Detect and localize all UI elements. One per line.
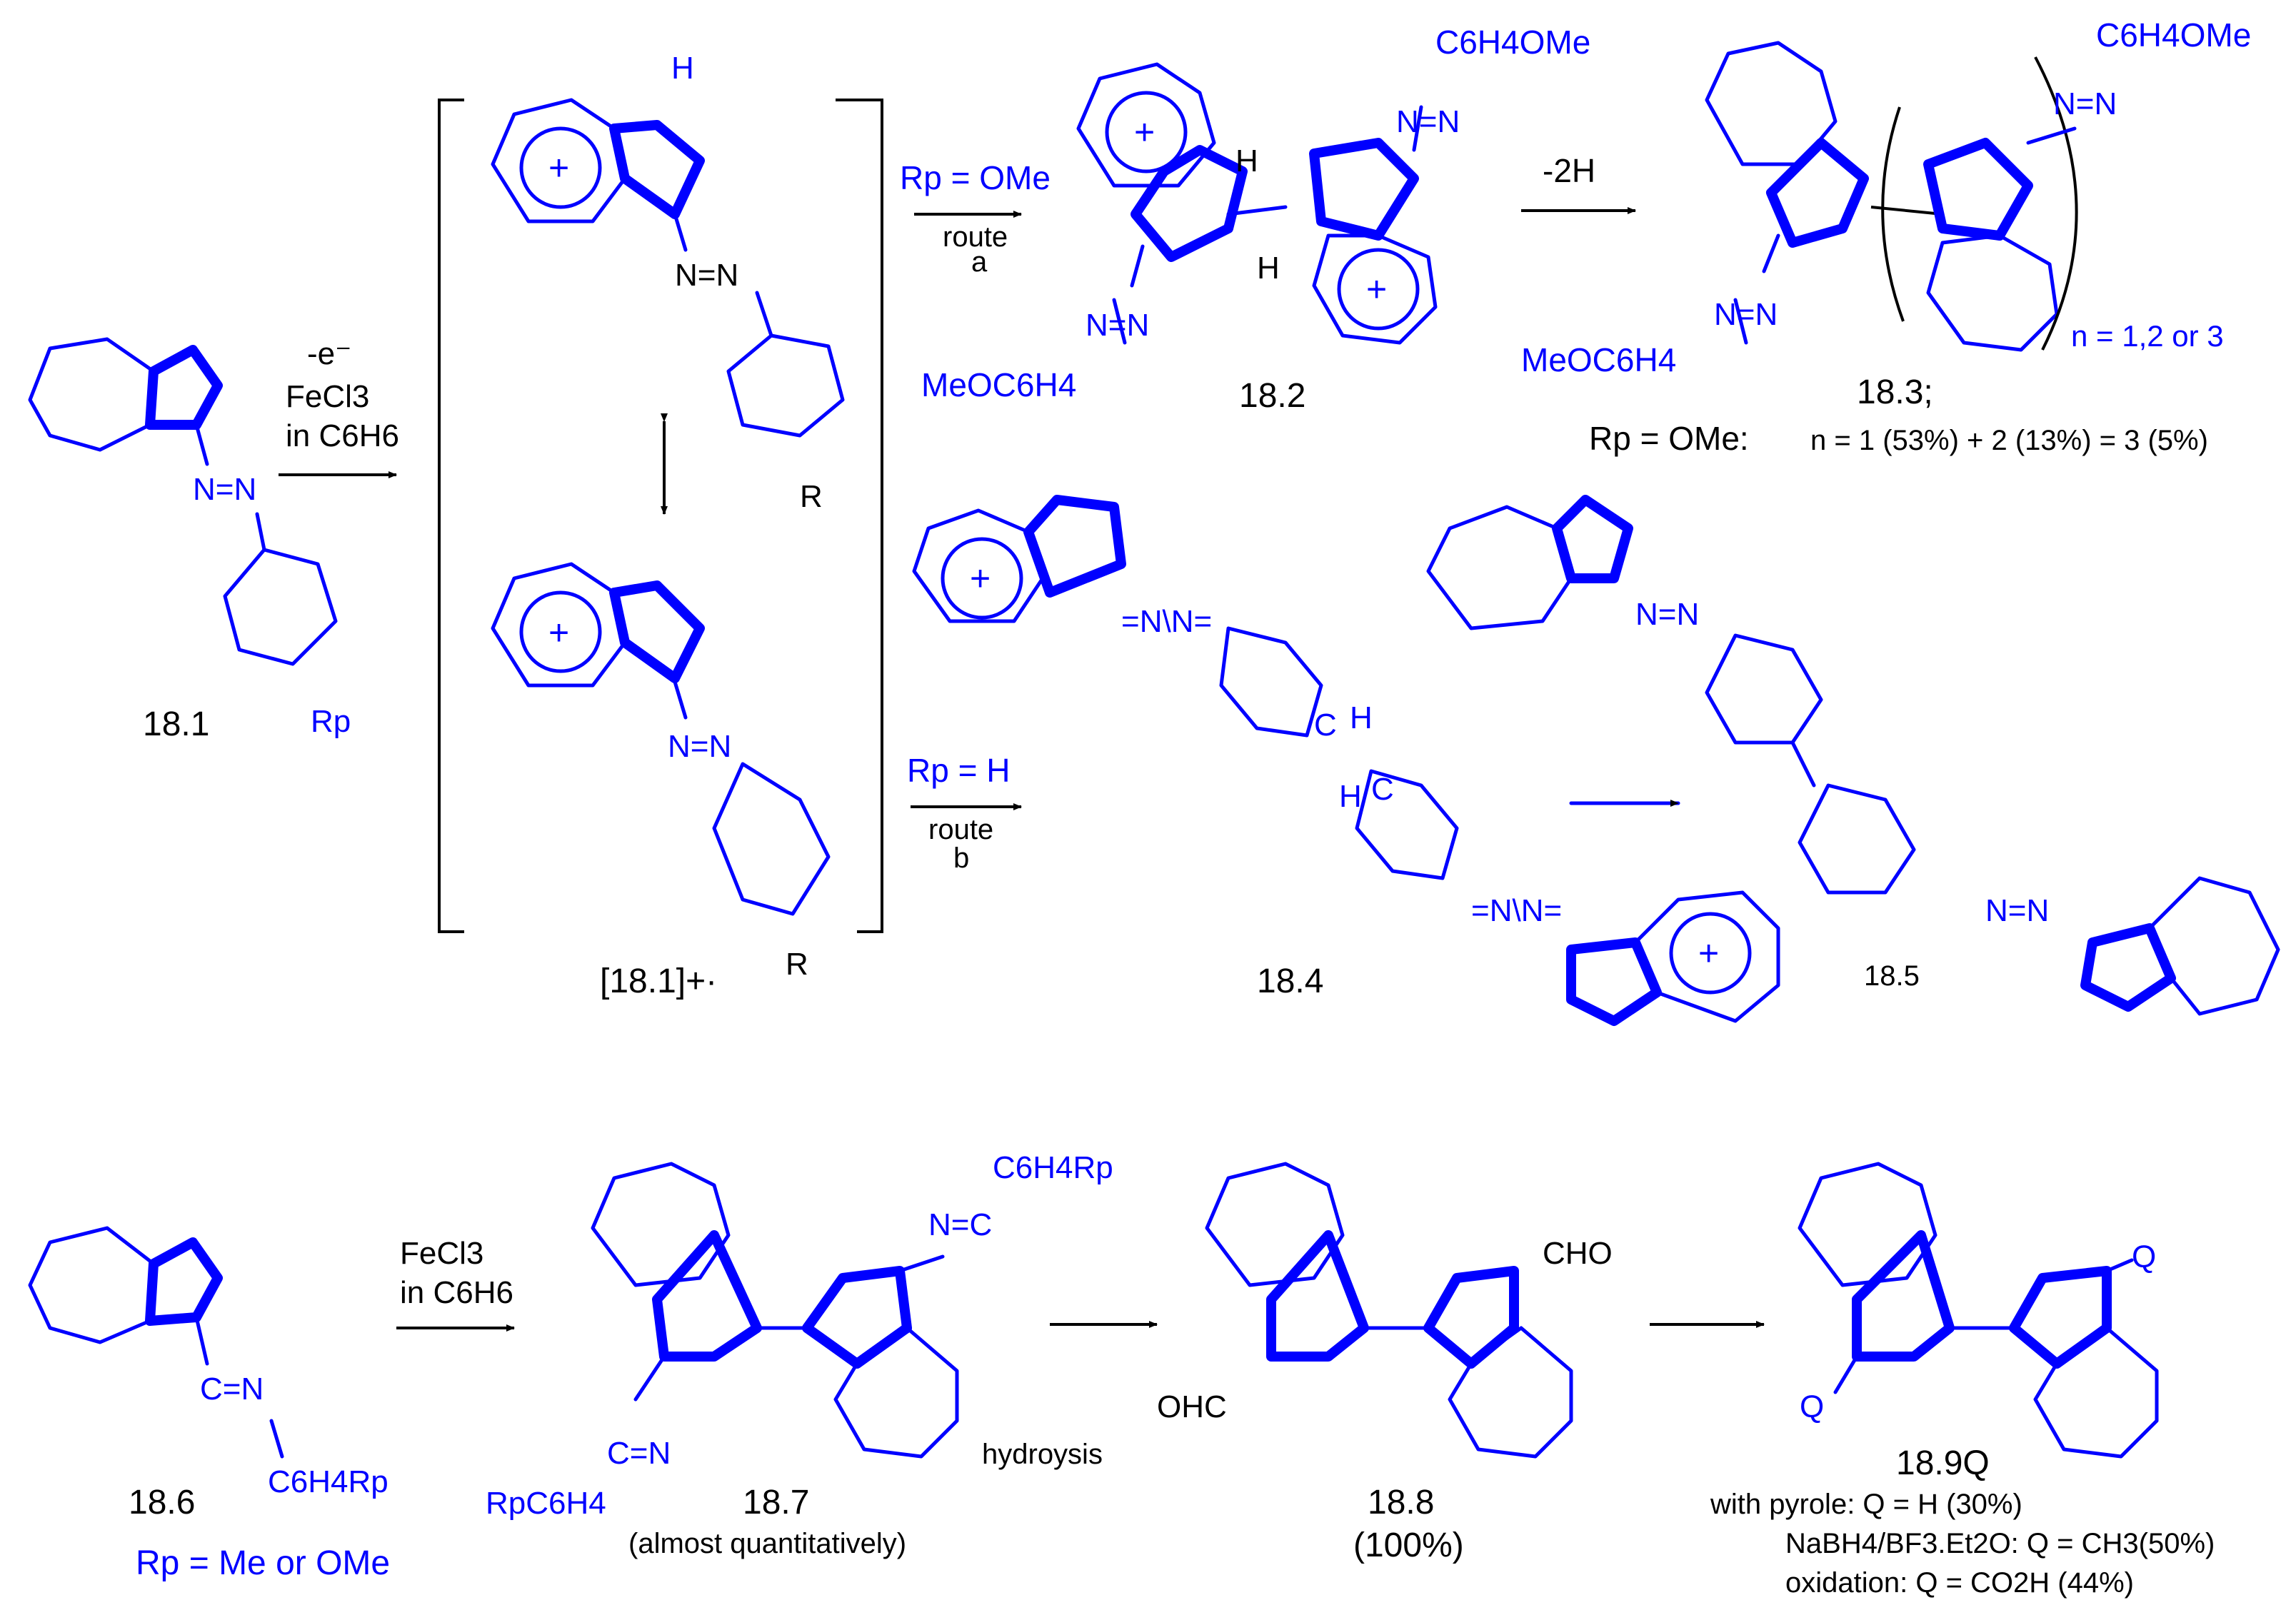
- compound-18-4: [912, 495, 1780, 1026]
- aryl-18-3-bottom: MeOC6H4: [1521, 341, 1676, 378]
- CH-18-4-b: H: [1339, 779, 1362, 814]
- compound-18-9Q: [1798, 1162, 2159, 1459]
- compound-18-8: [1205, 1162, 1573, 1459]
- plus-2: +: [548, 613, 569, 653]
- route-a-letter: a: [971, 246, 988, 278]
- CH-18-4-a: C: [1314, 708, 1337, 743]
- azo-form-1: N=N: [675, 258, 738, 293]
- label-18-9Q: 18.9Q: [1896, 1444, 1990, 1482]
- aryl-18-7-top: C6H4Rp: [993, 1150, 1113, 1185]
- plus-1: +: [548, 148, 569, 188]
- yield-18-8: (100%): [1353, 1526, 1464, 1564]
- azo-18-3-bottom: N=N: [1714, 297, 1778, 332]
- azo-18-5-top: N=N: [1635, 597, 1699, 632]
- azo-18-3-top: N=N: [2053, 86, 2117, 121]
- label-18-4: 18.4: [1257, 962, 1323, 1000]
- yield-18-7: (almost quantitatively): [628, 1528, 906, 1559]
- R-form-1: R: [800, 479, 823, 514]
- yields-18-3: n = 1 (53%) + 2 (13%) = 3 (5%): [1810, 425, 2208, 456]
- plus-6: +: [1698, 933, 1719, 973]
- aryl-18-2-top: C6H4OMe: [1435, 24, 1590, 61]
- q-top: Q: [2132, 1239, 2156, 1274]
- H-18-4-a: H: [1350, 700, 1373, 735]
- route-b-text: route: [928, 814, 993, 845]
- label-18-2: 18.2: [1239, 377, 1305, 415]
- hydrolysis-label: hydroysis: [982, 1439, 1103, 1470]
- cho-bottom: OHC: [1157, 1389, 1227, 1424]
- bracket-left: [438, 99, 464, 933]
- azo-18-4-bottom: =N\N=: [1471, 893, 1562, 928]
- label-18-3: 18.3;: [1857, 373, 1933, 411]
- plus-3: +: [1134, 112, 1155, 152]
- reagent-oxidant-top: FeCl3: [286, 379, 369, 414]
- radical-cation-form-1: [491, 98, 845, 438]
- azo-18-4-top: =N\N=: [1121, 604, 1212, 639]
- imine-18-6: C=N: [200, 1372, 264, 1407]
- H-radical: H: [671, 51, 694, 86]
- condition-3: oxidation: Q = CO2H (44%): [1785, 1567, 2134, 1599]
- R-form-2: R: [786, 947, 808, 982]
- H-18-2-a: H: [1235, 144, 1258, 178]
- plus-5: +: [970, 558, 991, 598]
- bracket-right: [836, 99, 883, 933]
- compound-18-3: [1705, 41, 2078, 352]
- n-18-3: n = 1,2 or 3: [2071, 319, 2224, 353]
- yields-prefix-18-3: Rp = OMe:: [1589, 420, 1749, 457]
- azo-18-2-bottom: N=N: [1086, 308, 1149, 343]
- compound-18-7: [591, 1162, 959, 1459]
- radical-cation-form-2: [491, 562, 831, 916]
- compound-18-2: [1076, 62, 1438, 345]
- label-radical-cation: [18.1]+·: [600, 962, 717, 1000]
- H-18-2-b: H: [1257, 251, 1280, 286]
- label-18-8: 18.8: [1368, 1484, 1434, 1521]
- reagent-electron: -e⁻: [307, 336, 351, 371]
- label-18-6: 18.6: [129, 1484, 195, 1521]
- aryl-18-2-bottom: MeOC6H4: [921, 366, 1076, 403]
- reagent-dehydro: -2H: [1543, 152, 1595, 189]
- route-b-condition: Rp = H: [907, 752, 1010, 789]
- route-a-text: route: [943, 221, 1008, 253]
- label-18-1: 18.1: [143, 705, 209, 743]
- compound-18-6: [28, 1226, 284, 1459]
- subst-18-1: Rp: [311, 704, 351, 739]
- aryl-18-7-bottom: RpC6H4: [486, 1486, 606, 1521]
- reagent-solvent-bottom: in C6H6: [400, 1275, 513, 1310]
- reagent-solvent-top: in C6H6: [286, 418, 399, 453]
- route-b-letter: b: [953, 842, 969, 874]
- aryl-18-6: C6H4Rp: [268, 1464, 388, 1499]
- q-bottom: Q: [1800, 1389, 1824, 1424]
- reagent-oxidant-bottom: FeCl3: [400, 1236, 483, 1271]
- condition-1: with pyrole: Q = H (30%): [1710, 1489, 2022, 1520]
- label-18-7: 18.7: [743, 1484, 809, 1521]
- compound-18-1: [28, 337, 338, 666]
- condition-2: NaBH4/BF3.Et2O: Q = CH3(50%): [1785, 1528, 2215, 1559]
- plus-4: +: [1366, 269, 1387, 309]
- azo-18-5-bottom: N=N: [1985, 893, 2049, 928]
- subst-18-6: Rp = Me or OMe: [136, 1544, 390, 1582]
- cho-top: CHO: [1543, 1236, 1613, 1271]
- imine-18-7-top: N=C: [928, 1207, 992, 1242]
- azo-form-2: N=N: [668, 729, 731, 764]
- label-18-5: 18.5: [1864, 960, 1920, 992]
- compound-18-5: [1426, 495, 2280, 1016]
- route-a-condition: Rp = OMe: [900, 159, 1051, 196]
- azo-18-1: N=N: [193, 472, 256, 507]
- C-18-4-b: C: [1371, 772, 1394, 807]
- azo-18-2-top: N=N: [1396, 104, 1460, 139]
- aryl-18-3-top: C6H4OMe: [2096, 16, 2251, 54]
- imine-18-7-bottom: C=N: [607, 1436, 671, 1471]
